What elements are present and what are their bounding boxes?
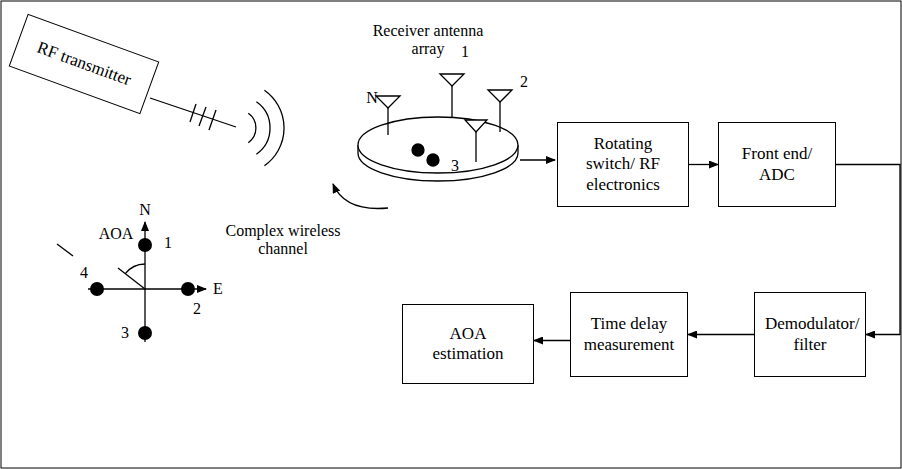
compass-north: N [139,201,151,219]
transmitter-box: RF transmitter [9,14,160,115]
box-text: AOA estimation [418,324,518,365]
antenna-number: 2 [193,300,201,318]
rotation-arrow [333,184,388,209]
box-text: RF transmitter [34,38,134,91]
channel-label: Complex wireless channel [218,222,348,259]
antenna-number: 3 [121,324,129,342]
box-text: Time delay measurement [579,314,679,355]
antenna-number: 3 [451,157,459,175]
signal-arrow [520,159,555,160]
antenna-array-platform [358,117,518,181]
process-box: Rotating switch/ RF electronics [557,122,689,207]
compass-dots [90,238,195,340]
signal-connector [688,334,754,335]
compass [57,222,206,342]
angle-label: AOA [99,225,134,243]
process-box: AOA estimation [402,304,534,384]
signal-connector [534,340,570,341]
antenna-number: 4 [80,264,88,282]
process-box: Front end/ ADC [718,122,836,207]
signal-connector [689,164,718,165]
box-text: Demodulator/ filter [765,314,855,355]
antenna-number: 1 [461,43,469,61]
antenna-symbols [376,74,512,162]
antenna-number: N [366,89,378,107]
transmit-antenna [150,90,284,165]
box-text: Rotating switch/ RF electronics [573,134,673,195]
antenna-number: 2 [520,73,528,91]
antenna-number: 1 [164,234,172,252]
process-box: Demodulator/ filter [754,292,866,377]
box-text: Front end/ ADC [732,144,822,185]
process-box: Time delay measurement [570,292,688,377]
compass-east: E [213,280,223,298]
array-label: Receiver antenna array [358,22,498,59]
